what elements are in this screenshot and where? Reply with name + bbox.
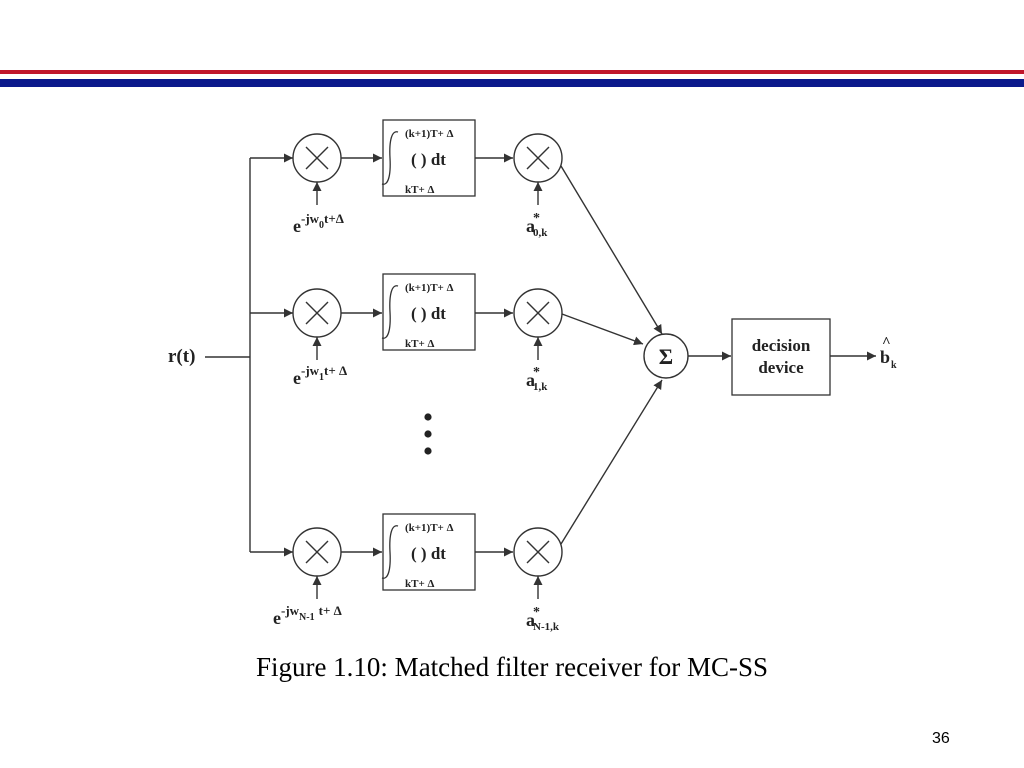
top-rule-red	[0, 70, 1024, 74]
oscillator-label-0: e-jw0t+Δ	[293, 211, 344, 236]
input-label: r(t)	[168, 346, 195, 367]
svg-text:(k+1)T+ Δ: (k+1)T+ Δ	[405, 282, 454, 294]
coefficient-label-0: a*0,k	[526, 211, 548, 239]
multiply-circle-icon	[292, 133, 342, 183]
svg-text:b: b	[880, 347, 890, 367]
svg-text:kT+ Δ: kT+ Δ	[405, 338, 434, 350]
svg-text:k: k	[891, 360, 897, 371]
coefficient-label-n-1: a*N-1,k	[526, 605, 560, 633]
svg-text:( ) dt: ( ) dt	[411, 304, 446, 323]
decision-device-box: decision device	[731, 318, 831, 396]
matched-filter-diagram: r(t) e-jw0t+Δ (k+1)T+ Δ ( ) dt kT+ Δ a*0…	[168, 119, 897, 633]
svg-text:(k+1)T+ Δ: (k+1)T+ Δ	[405, 128, 454, 140]
svg-text:kT+ Δ: kT+ Δ	[405, 184, 434, 196]
sigma-icon: Σ	[659, 344, 673, 369]
integrator-box-1: (k+1)T+ Δ ( ) dt kT+ Δ	[381, 273, 476, 351]
svg-text:( ) dt: ( ) dt	[411, 150, 446, 169]
integrator-box-n-1: (k+1)T+ Δ ( ) dt kT+ Δ	[381, 513, 476, 591]
output-label: ^ b k	[880, 335, 897, 371]
svg-text:decision: decision	[752, 336, 811, 355]
figure-caption: Figure 1.10: Matched filter receiver for…	[255, 652, 769, 682]
coefficient-label-1: a*1,k	[526, 365, 548, 393]
branch-0: e-jw0t+Δ (k+1)T+ Δ ( ) dt kT+ Δ a*0,k	[250, 119, 663, 335]
svg-text:kT+ Δ: kT+ Δ	[405, 578, 434, 590]
svg-text:( ) dt: ( ) dt	[411, 544, 446, 563]
page-number: 36	[932, 730, 950, 747]
multiply-circle-icon	[513, 527, 563, 577]
integral-icon	[381, 285, 399, 339]
branch-1: e-jw1t+ Δ (k+1)T+ Δ ( ) dt kT+ Δ a*1,k	[250, 273, 644, 393]
ellipsis-icon	[424, 413, 432, 455]
top-rule-blue	[0, 79, 1024, 87]
integral-icon	[381, 131, 399, 185]
multiply-circle-icon	[292, 288, 342, 338]
multiply-circle-icon	[513, 288, 563, 338]
integrator-box-0: (k+1)T+ Δ ( ) dt kT+ Δ	[381, 119, 476, 197]
svg-text:^: ^	[882, 335, 891, 351]
multiply-circle-icon	[292, 527, 342, 577]
summation-node: Σ	[643, 333, 689, 379]
oscillator-label-1: e-jw1t+ Δ	[293, 363, 347, 388]
svg-text:(k+1)T+ Δ: (k+1)T+ Δ	[405, 522, 454, 534]
integral-icon	[381, 525, 399, 579]
multiply-circle-icon	[513, 133, 563, 183]
svg-text:device: device	[758, 358, 804, 377]
